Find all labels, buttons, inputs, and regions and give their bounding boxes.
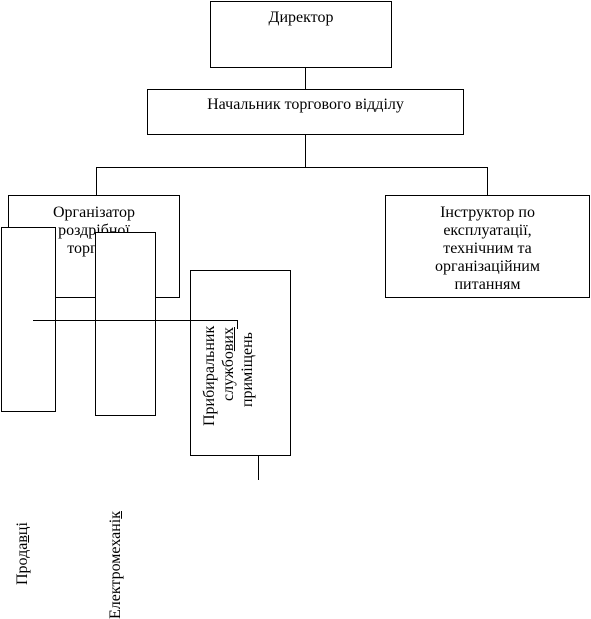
sellers-box: Продавці: [1, 227, 56, 585]
connector-head-down: [305, 135, 306, 167]
connector-horizontal: [96, 167, 488, 168]
cleaner-label-line-1: Прибиральник: [201, 325, 218, 426]
head-of-department-label: Начальник торгового відділу: [207, 96, 404, 113]
connector-to-organizer: [96, 167, 97, 195]
connector-sub-right-drop: [237, 320, 238, 329]
cleaner-box: Прибиральник службових приміщень: [190, 270, 291, 456]
instructor-line: питанням: [454, 276, 521, 293]
instructor-line: експлуатації,: [443, 222, 532, 239]
director-box: Директор: [210, 1, 392, 68]
instructor-line: організаційним: [435, 258, 540, 275]
instructor-line: Інструктор по: [440, 204, 535, 221]
electromechanic-box: Електромеханік: [95, 232, 156, 619]
sellers-label: Продавці: [14, 522, 31, 585]
electromechanic-label: Електромеханік: [107, 511, 124, 619]
cleaner-label-line-3: приміщень: [239, 332, 256, 407]
connector-to-instructor: [487, 167, 488, 195]
connector-sub-horizontal: [33, 320, 238, 321]
organizer-line: Організатор: [52, 204, 135, 221]
instructor-line: технічним та: [443, 240, 532, 257]
connector-director-head: [305, 68, 306, 89]
instructor-box: Інструктор по експлуатації, технічним та…: [385, 195, 590, 298]
head-of-department-box: Начальник торгового відділу: [147, 89, 464, 135]
cleaner-label-line-2: службових: [220, 327, 237, 401]
director-label: Директор: [268, 9, 334, 26]
connector-bottom-stub: [258, 456, 259, 480]
